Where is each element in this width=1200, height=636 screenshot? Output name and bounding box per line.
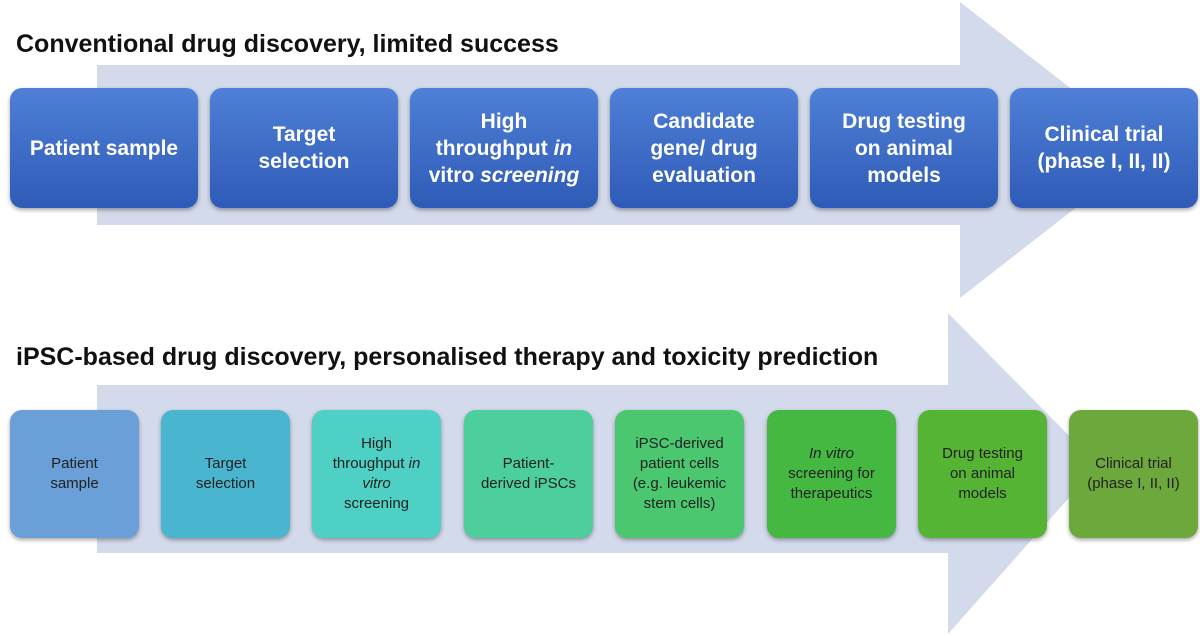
label-text: High bbox=[480, 109, 528, 133]
label-text: Drug testing bbox=[842, 109, 966, 133]
step-label-line: therapeutics bbox=[791, 484, 873, 504]
label-text: (phase I, II, II) bbox=[1037, 150, 1171, 173]
label-text: Clinical trial bbox=[1044, 123, 1164, 146]
label-text: Patient bbox=[51, 455, 98, 472]
step-target-selection: Target selection bbox=[161, 410, 290, 538]
label-text: Target bbox=[204, 455, 247, 472]
label-text: Candidate bbox=[653, 109, 755, 133]
conventional-title: Conventional drug discovery, limited suc… bbox=[16, 30, 559, 58]
step-label-line: (e.g. leukemic bbox=[633, 474, 726, 494]
label-text: (phase I, II, II) bbox=[1087, 475, 1180, 492]
label-text: vitro bbox=[428, 163, 475, 187]
step-label-line: selection bbox=[196, 474, 255, 494]
label-text: High bbox=[361, 435, 392, 452]
step-label-line: screening for bbox=[788, 464, 875, 484]
label-text: Patient sample bbox=[29, 136, 179, 160]
label-text: on animal bbox=[949, 465, 1016, 482]
label-text: on animal bbox=[854, 136, 954, 160]
step-label-line: In vitro bbox=[809, 444, 854, 464]
label-text: screening bbox=[343, 495, 410, 512]
label-text: Drug testing bbox=[942, 445, 1023, 462]
step-label-line: Candidate bbox=[653, 108, 755, 135]
step-label-line: on animal bbox=[855, 135, 953, 162]
step-label-line: screening bbox=[344, 494, 409, 514]
step-label-line: on animal bbox=[950, 464, 1015, 484]
step-target-selection: Target selection bbox=[210, 88, 398, 208]
step-patient-derived-ipscs: Patient-derived iPSCs bbox=[464, 410, 593, 538]
italic-term: vitro bbox=[362, 475, 391, 492]
step-label-line: gene/ drug bbox=[650, 135, 757, 162]
label-text: therapeutics bbox=[790, 485, 873, 502]
step-label-line: derived iPSCs bbox=[481, 474, 576, 494]
label-text: models bbox=[867, 163, 941, 187]
step-label-line: Drug testing bbox=[942, 444, 1023, 464]
step-label-line: sample bbox=[50, 474, 98, 494]
step-label-line: selection bbox=[258, 148, 349, 175]
step-label-line: models bbox=[958, 484, 1006, 504]
italic-term: In vitro bbox=[808, 445, 854, 462]
label-text: selection bbox=[195, 475, 256, 492]
step-label-line: Patient bbox=[51, 454, 98, 474]
label-text: gene/ drug bbox=[650, 136, 758, 160]
step-patient-sample: Patient sample bbox=[10, 410, 139, 538]
step-label-line: evaluation bbox=[652, 162, 756, 189]
label-text: Patient- bbox=[502, 455, 555, 472]
step-label-line: vitro bbox=[362, 474, 390, 494]
step-clinical-trial: Clinical trial (phase I, II, II) bbox=[1069, 410, 1198, 538]
step-label-line: throughput in bbox=[436, 135, 572, 162]
step-label-line: High bbox=[361, 434, 392, 454]
step-label-line: Target bbox=[273, 121, 336, 148]
italic-term: screening bbox=[474, 163, 580, 187]
italic-term: in bbox=[408, 455, 421, 472]
label-text: iPSC-derived bbox=[635, 435, 724, 452]
step-animal-testing: Drug testing on animal models bbox=[810, 88, 998, 208]
ipsc-arrow-shape bbox=[97, 313, 1098, 634]
step-label-line: vitro screening bbox=[429, 162, 580, 189]
ipsc-title: iPSC-based drug discovery, personalised … bbox=[16, 343, 879, 371]
step-label-line: models bbox=[867, 162, 941, 189]
label-text: stem cells) bbox=[643, 495, 716, 512]
step-in-vitro-screening: In vitro screening for therapeutics bbox=[767, 410, 896, 538]
label-text: selection bbox=[258, 150, 350, 173]
step-label-line: (phase I, II, II) bbox=[1087, 474, 1180, 494]
step-label-line: patient cells bbox=[640, 454, 719, 474]
label-text: (e.g. leukemic bbox=[632, 475, 727, 492]
step-patient-sample: Patient sample bbox=[10, 88, 198, 208]
step-ipsc-derived-cells: iPSC-derived patient cells (e.g. leukemic s… bbox=[615, 410, 744, 538]
step-label-line: High bbox=[481, 108, 528, 135]
step-label-line: Target bbox=[205, 454, 247, 474]
label-text: sample bbox=[50, 475, 99, 492]
step-label-line: (phase I, II, II) bbox=[1037, 148, 1170, 175]
label-text: models bbox=[958, 485, 1007, 502]
label-text: throughput bbox=[332, 455, 409, 472]
label-text: evaluation bbox=[652, 163, 756, 187]
italic-term: in bbox=[553, 136, 573, 160]
step-candidate-evaluation: Candidate gene/ drug evaluation bbox=[610, 88, 798, 208]
step-label-line: throughput in bbox=[333, 454, 421, 474]
label-text: patient cells bbox=[639, 455, 720, 472]
label-text: throughput bbox=[435, 136, 554, 160]
step-label-line: stem cells) bbox=[644, 494, 716, 514]
step-label-line: Patient- bbox=[503, 454, 555, 474]
step-label-line: Drug testing bbox=[842, 108, 966, 135]
label-text: derived iPSCs bbox=[480, 475, 577, 492]
step-animal-testing: Drug testing on animal models bbox=[918, 410, 1047, 538]
step-label-line: iPSC-derived bbox=[635, 434, 723, 454]
label-text: Clinical trial bbox=[1095, 455, 1172, 472]
step-label-line: Clinical trial bbox=[1044, 121, 1163, 148]
step-label-line: Clinical trial bbox=[1095, 454, 1172, 474]
label-text: screening for bbox=[788, 465, 875, 482]
label-text: Target bbox=[272, 123, 336, 146]
step-label-line: Patient sample bbox=[30, 135, 178, 162]
step-clinical-trial: Clinical trial (phase I, II, II) bbox=[1010, 88, 1198, 208]
